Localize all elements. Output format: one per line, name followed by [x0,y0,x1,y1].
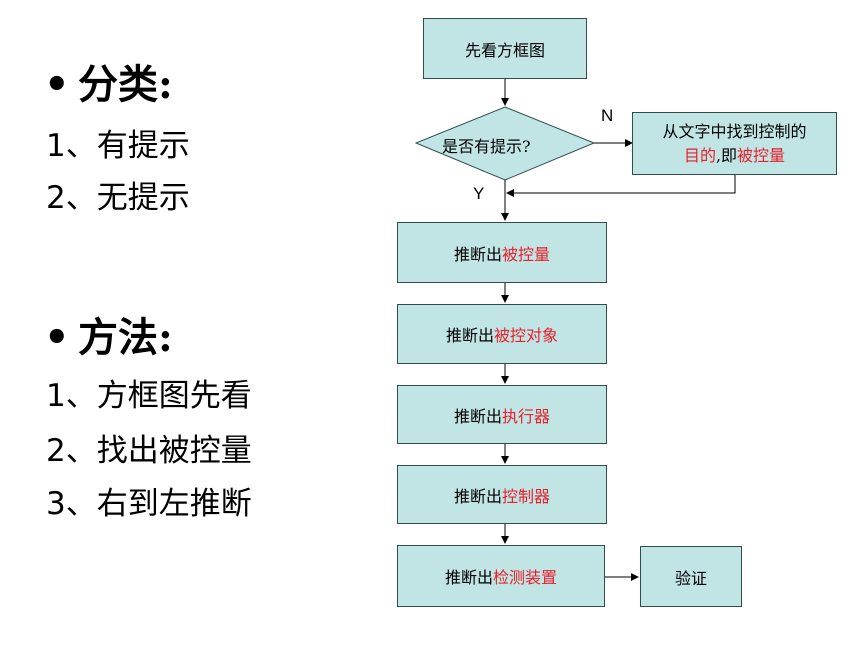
step-prefix: 推断出 [453,486,502,506]
verify-box: 验证 [640,546,742,607]
bullet-icon: • [44,314,70,361]
step-box: 推断出被控量 [397,222,607,283]
yes-label: Y [473,184,485,203]
start-box-label: 先看方框图 [464,40,545,60]
list-item: 1、方框图先看 [46,378,252,414]
step-prefix: 推断出 [453,406,502,426]
step-box: 推断出检测装置 [397,545,605,607]
start-box: 先看方框图 [423,18,587,79]
side-box-line2: 目的,即被控量 [684,144,785,168]
step-highlight: 执行器 [502,406,551,426]
step-prefix: 推断出 [453,244,502,264]
step-prefix: 推断出 [445,326,494,345]
step-prefix: 推断出 [444,568,493,587]
side-box-highlight-controlled: 被控量 [737,145,786,165]
heading-method: •方法: [44,305,173,363]
verify-label: 验证 [674,568,707,588]
list-item: 2、无提示 [46,180,190,216]
list-item: 3、右到左推断 [46,486,252,522]
heading-classification: •分类: [44,52,173,110]
bullet-icon: • [44,61,70,108]
step-box: 推断出被控对象 [397,304,607,364]
arrow-return [506,175,736,197]
decision-label: 是否有提示? [442,137,531,156]
side-box-connector-text: ,即 [715,145,738,165]
step-highlight: 检测装置 [493,568,558,587]
heading-method-text: 方法: [78,314,173,361]
no-label: N [601,106,614,125]
list-item: 2、找出被控量 [46,433,252,469]
step-highlight: 控制器 [502,486,551,506]
side-box: 从文字中找到控制的 目的,即被控量 [632,112,837,175]
side-box-highlight-purpose: 目的 [683,145,716,165]
heading-classification-text: 分类: [78,61,173,108]
list-item: 1、有提示 [46,128,190,164]
side-box-line1: 从文字中找到控制的 [662,121,807,141]
step-box: 推断出控制器 [397,465,607,524]
step-highlight: 被控对象 [494,326,559,345]
step-highlight: 被控量 [502,244,551,264]
step-box: 推断出执行器 [397,385,607,444]
